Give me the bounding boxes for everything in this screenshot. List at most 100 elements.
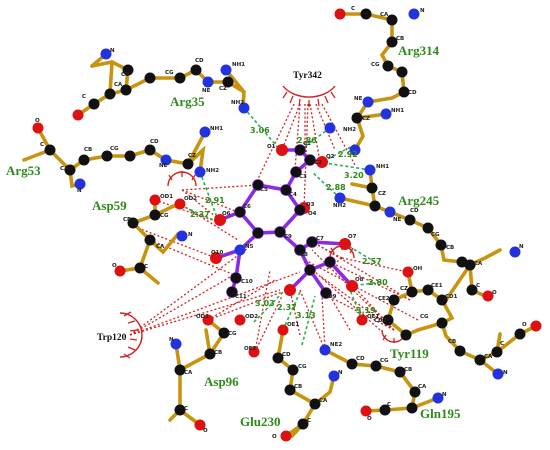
ligand-bonds bbox=[214, 148, 354, 295]
svg-text:NH2: NH2 bbox=[206, 168, 219, 174]
hbond-distance: 3.13 bbox=[296, 311, 316, 320]
residue-label-arg245: Arg245 bbox=[398, 193, 440, 208]
svg-text:CG: CG bbox=[431, 232, 440, 238]
svg-text:CA: CA bbox=[474, 261, 483, 267]
svg-text:O7: O7 bbox=[348, 234, 357, 240]
svg-text:OD2: OD2 bbox=[184, 196, 197, 202]
svg-text:C: C bbox=[307, 418, 311, 424]
svg-text:C2: C2 bbox=[314, 160, 322, 166]
svg-text:O2: O2 bbox=[326, 154, 335, 160]
svg-text:OD2: OD2 bbox=[245, 314, 258, 320]
svg-text:C10: C10 bbox=[241, 279, 253, 285]
svg-text:N: N bbox=[338, 370, 343, 376]
ligand-atoms bbox=[210, 144, 358, 299]
svg-text:O10: O10 bbox=[211, 250, 224, 256]
residue-label-gln195: Gln195 bbox=[420, 406, 461, 421]
svg-text:NH2: NH2 bbox=[343, 127, 356, 133]
svg-text:OH: OH bbox=[413, 266, 423, 272]
hbond-distance: 2.86 bbox=[297, 136, 317, 145]
svg-text:N5: N5 bbox=[245, 244, 254, 250]
svg-text:N: N bbox=[110, 48, 115, 54]
svg-text:CB: CB bbox=[84, 147, 92, 153]
svg-text:CG: CG bbox=[420, 314, 429, 320]
svg-text:CZ: CZ bbox=[362, 116, 370, 122]
svg-text:NE: NE bbox=[202, 88, 211, 94]
svg-text:C5: C5 bbox=[260, 187, 268, 193]
svg-text:C: C bbox=[144, 264, 148, 270]
hbond-distance: 3.06 bbox=[250, 126, 270, 135]
residue-label-arg53: Arg53 bbox=[6, 163, 41, 178]
svg-text:CB: CB bbox=[404, 367, 412, 373]
svg-text:OD1: OD1 bbox=[196, 314, 209, 320]
svg-text:C8: C8 bbox=[300, 252, 308, 258]
svg-text:N: N bbox=[519, 244, 524, 250]
svg-text:CD: CD bbox=[282, 352, 291, 358]
svg-text:O: O bbox=[522, 322, 527, 328]
svg-text:CB: CB bbox=[214, 350, 222, 356]
svg-text:O: O bbox=[367, 416, 372, 422]
tyr342-hydrophobic-arc bbox=[282, 85, 336, 107]
svg-text:C4: C4 bbox=[289, 192, 297, 198]
svg-text:N: N bbox=[442, 392, 447, 398]
svg-text:CA: CA bbox=[60, 166, 69, 172]
residue-label-asp59: Asp59 bbox=[92, 198, 127, 213]
svg-text:O1: O1 bbox=[267, 144, 276, 150]
svg-text:CA: CA bbox=[184, 370, 193, 376]
svg-text:C11: C11 bbox=[235, 294, 247, 300]
svg-text:O: O bbox=[272, 434, 277, 440]
svg-text:CD: CD bbox=[356, 356, 365, 362]
residue-label-trp120: Trp120 bbox=[97, 333, 127, 343]
svg-text:CB: CB bbox=[448, 339, 456, 345]
svg-text:OE1: OE1 bbox=[367, 314, 379, 320]
svg-text:CA: CA bbox=[319, 398, 328, 404]
svg-text:CG: CG bbox=[110, 146, 119, 152]
svg-text:CD: CD bbox=[150, 139, 159, 145]
svg-text:NH2: NH2 bbox=[333, 203, 346, 209]
svg-text:NE: NE bbox=[393, 217, 402, 223]
svg-text:CA: CA bbox=[418, 384, 427, 390]
trp120-hydrophobic-arc bbox=[119, 311, 143, 359]
svg-text:C: C bbox=[184, 406, 188, 412]
svg-text:NH1: NH1 bbox=[391, 108, 404, 114]
svg-text:CB: CB bbox=[121, 72, 129, 78]
svg-text:O: O bbox=[492, 290, 497, 296]
residue-label-glu230: Glu230 bbox=[240, 414, 280, 429]
atom-labels: C CA N CB CG CD NE CZ NH1 NH2 N CA C CB … bbox=[35, 6, 527, 440]
svg-text:NE: NE bbox=[354, 96, 363, 102]
svg-text:CB: CB bbox=[446, 245, 454, 251]
svg-text:CD: CD bbox=[410, 208, 419, 214]
svg-text:CG: CG bbox=[165, 70, 174, 76]
svg-text:CE2: CE2 bbox=[378, 296, 390, 302]
hbond-distance: 3.20 bbox=[344, 171, 364, 180]
residue-label-arg314: Arg314 bbox=[398, 43, 440, 58]
svg-text:CZ: CZ bbox=[378, 191, 386, 197]
svg-text:C: C bbox=[40, 142, 44, 148]
svg-text:CG: CG bbox=[371, 62, 380, 68]
svg-text:C: C bbox=[387, 402, 391, 408]
svg-text:NH1: NH1 bbox=[210, 126, 223, 132]
svg-text:CD: CD bbox=[195, 58, 204, 64]
svg-text:CG: CG bbox=[298, 364, 307, 370]
hbond-distance: 3.19 bbox=[356, 306, 376, 315]
svg-text:CZ: CZ bbox=[219, 86, 227, 92]
svg-text:CD1: CD1 bbox=[445, 294, 458, 300]
svg-text:C: C bbox=[351, 6, 355, 12]
svg-text:N: N bbox=[188, 232, 193, 238]
svg-text:O9: O9 bbox=[328, 294, 337, 300]
svg-text:C: C bbox=[500, 341, 504, 347]
residue-label-arg35: Arg35 bbox=[170, 94, 205, 109]
svg-text:OE2: OE2 bbox=[244, 346, 256, 352]
svg-text:NE: NE bbox=[159, 163, 168, 169]
residue-atoms bbox=[32, 8, 542, 442]
svg-text:C: C bbox=[82, 94, 86, 100]
residue-labels: Arg314 Tyr342 Arg35 Arg53 Asp59 Arg245 T… bbox=[6, 43, 461, 429]
svg-text:N: N bbox=[503, 370, 508, 376]
svg-text:N: N bbox=[169, 337, 174, 343]
hbond-distance: 2.37 bbox=[277, 303, 297, 312]
svg-text:CZ: CZ bbox=[188, 153, 196, 159]
svg-text:C1: C1 bbox=[303, 141, 311, 147]
svg-text:CG: CG bbox=[160, 213, 169, 219]
svg-text:CD: CD bbox=[408, 90, 417, 96]
